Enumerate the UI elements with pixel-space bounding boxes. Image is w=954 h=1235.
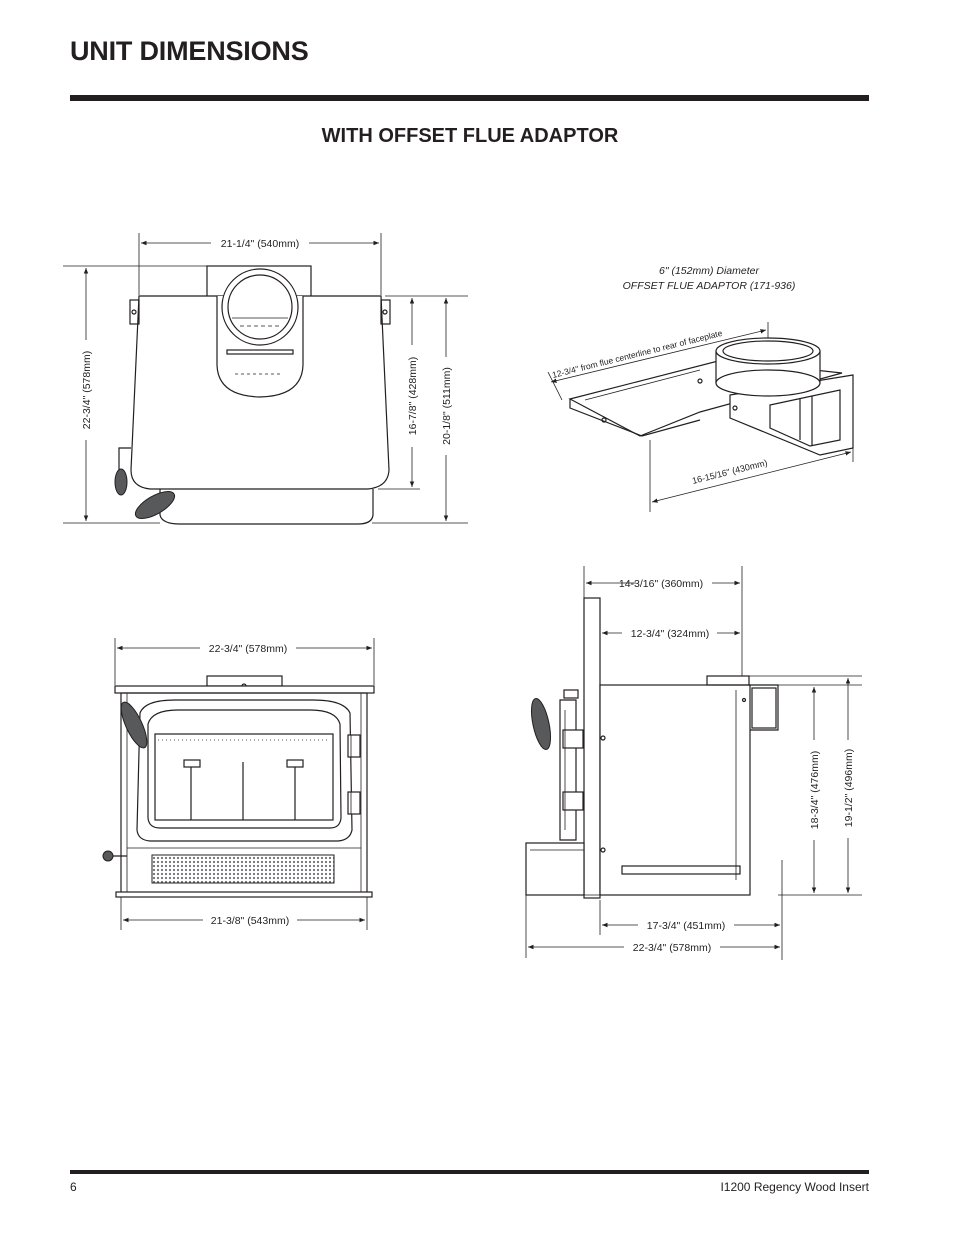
top-width-dimension: 21-1/4" (540mm): [221, 238, 299, 250]
adaptor-caption-line2: OFFSET FLUE ADAPTOR (171-936): [623, 280, 796, 292]
header-rule: [70, 95, 869, 101]
side-bottom-dimension-2: 22-3/4" (578mm): [633, 942, 711, 954]
side-height-dimension-2: 19-1/2" (496mm): [843, 749, 855, 827]
front-top-dimension: 22-3/4" (578mm): [209, 643, 287, 655]
footer-rule: [70, 1170, 869, 1174]
front-view-drawing: [102, 638, 375, 930]
offset-flue-adaptor-drawing: [547, 322, 854, 512]
top-height-dimension-a: 16-7/8" (428mm): [407, 357, 419, 435]
page-number: 6: [70, 1180, 77, 1194]
side-view-drawing: [525, 566, 862, 960]
top-view-drawing: [63, 233, 468, 525]
section-subtitle: WITH OFFSET FLUE ADAPTOR: [321, 125, 619, 147]
side-height-dimension-1: 18-3/4" (476mm): [809, 751, 821, 829]
top-height-dimension-b: 20-1/8" (511mm): [441, 367, 453, 445]
side-bottom-dimension-1: 17-3/4" (451mm): [647, 920, 725, 932]
adaptor-length-dimension: 16-15/16" (430mm): [691, 458, 768, 486]
document-name: I1200 Regency Wood Insert: [720, 1180, 869, 1194]
front-bottom-dimension: 21-3/8" (543mm): [211, 915, 289, 927]
page-title: UNIT DIMENSIONS: [70, 36, 309, 66]
side-top-dimension-1: 14-3/16" (360mm): [619, 578, 703, 590]
side-top-dimension-2: 12-3/4" (324mm): [631, 628, 709, 640]
top-depth-dimension: 22-3/4" (578mm): [81, 351, 93, 429]
adaptor-caption-line1: 6" (152mm) Diameter: [659, 265, 760, 277]
